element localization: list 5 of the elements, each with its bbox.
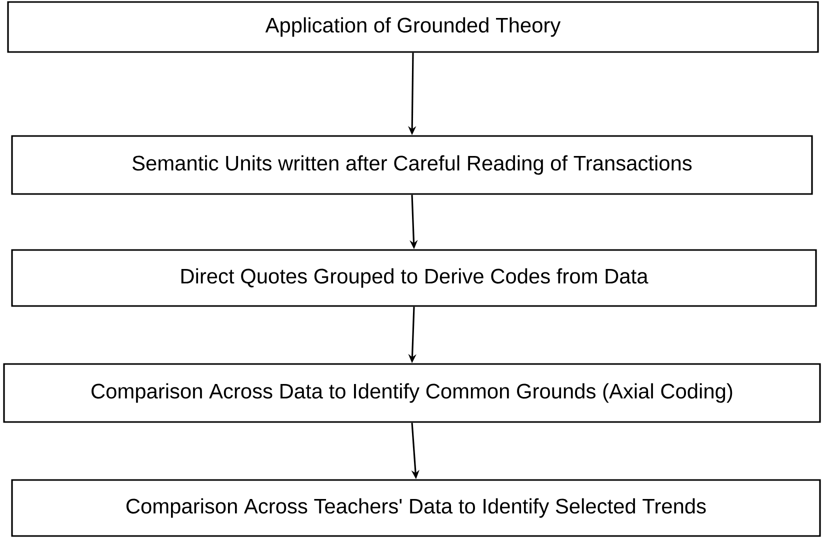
process-box: Semantic Units written after Careful Reading of Transactions	[11, 135, 813, 195]
process-box: Comparison Across Data to Identify Common Grounds (Axial Coding)	[3, 363, 821, 423]
process-box: Application of Grounded Theory	[7, 1, 819, 53]
process-box: Comparison Across Teachers' Data to Identify Selected Trends	[11, 479, 821, 537]
process-box: Direct Quotes Grouped to Derive Codes from Data	[11, 249, 817, 307]
